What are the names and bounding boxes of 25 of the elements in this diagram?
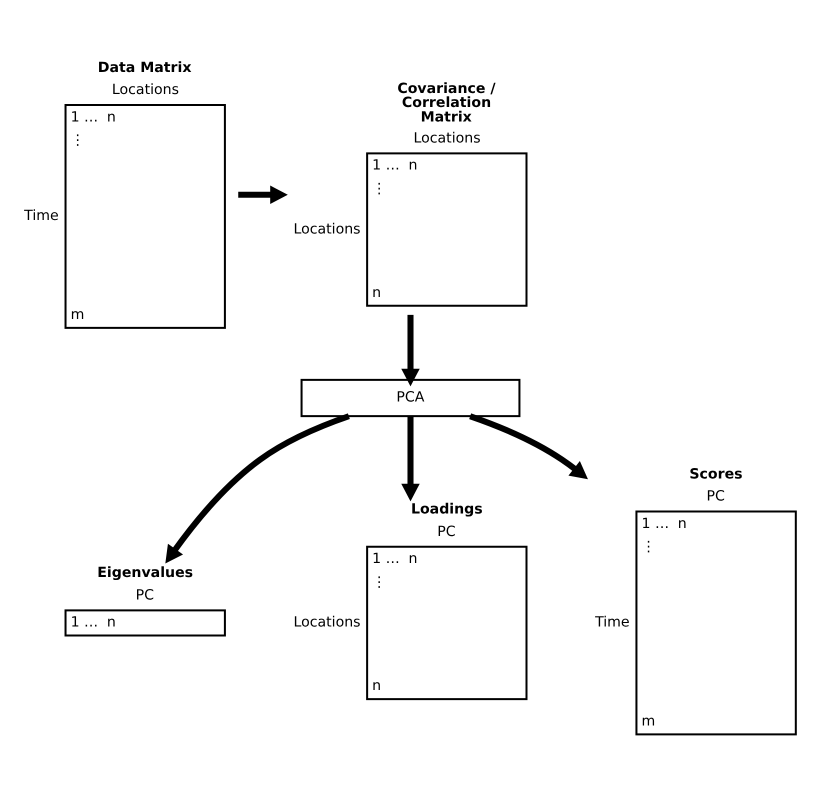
node-box: 1 … n ⋮ n [366, 152, 528, 307]
arrow [165, 413, 350, 564]
arrow [401, 314, 420, 386]
node-label: PC [437, 524, 456, 540]
node-label: Eigenvalues [97, 565, 194, 582]
arrow [469, 413, 588, 480]
node-label: Locations [414, 130, 481, 147]
node-label: Time [595, 614, 630, 631]
node-box: 1 … n ⋮ m [635, 510, 797, 736]
arrow [401, 416, 420, 502]
node-label: Time [24, 208, 59, 224]
node-label: Locations [293, 614, 361, 631]
node-label: PC [706, 488, 725, 505]
node-label: Data Matrix [98, 60, 192, 76]
node-box: 1 … n ⋮ n [366, 546, 528, 700]
node-label: PC [136, 587, 154, 604]
node-label: Loadings [411, 502, 483, 518]
node-box: 1 … n ⋮ m [64, 104, 226, 329]
node-box: PCA [300, 378, 520, 418]
node-label: Covariance / Correlation Matrix [397, 81, 496, 126]
node-box: 1 … n [64, 609, 226, 637]
node-label: Locations [112, 82, 179, 98]
node-label: Locations [293, 221, 361, 238]
arrow [238, 186, 288, 204]
node-label: Scores [689, 466, 743, 482]
